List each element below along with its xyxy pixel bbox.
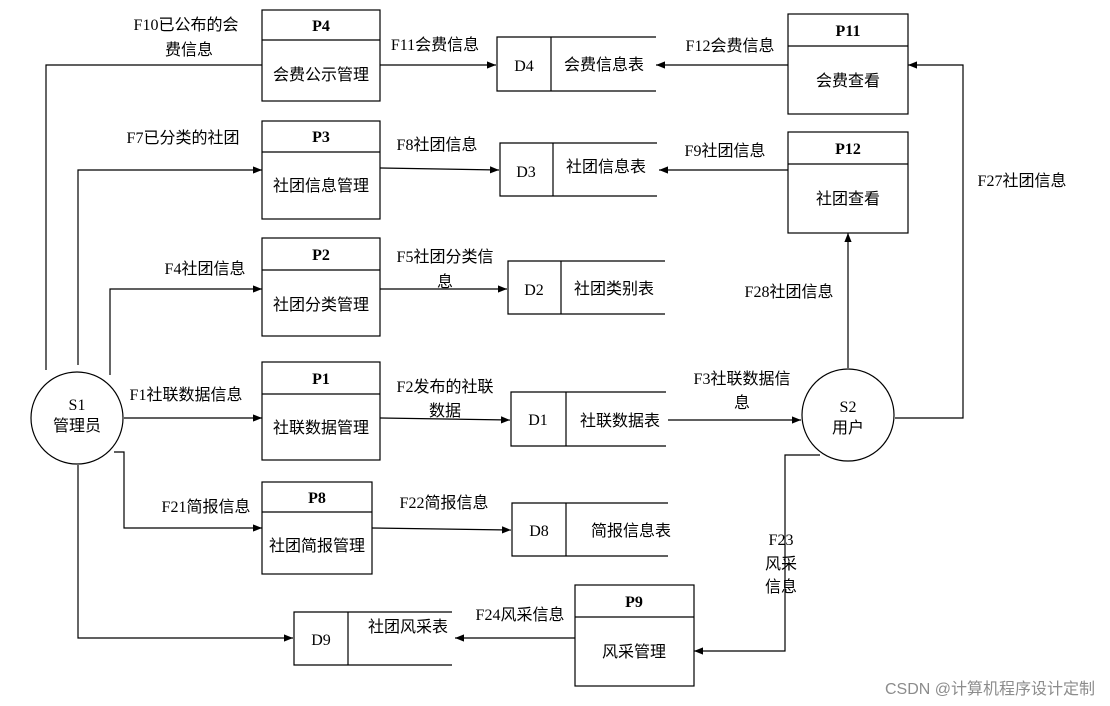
flow-label-f22: F22简报信息	[400, 494, 489, 512]
flow-line-f8	[379, 166, 500, 174]
process-p2-id: P2	[312, 247, 330, 264]
entity-s1-name: 管理员	[53, 417, 101, 435]
process-p8: P8 社团简报管理	[261, 481, 373, 575]
store-d8-id: D8	[529, 523, 549, 540]
flow-label-f24: F24风采信息	[476, 606, 565, 624]
store-d4-name: 会费信息表	[564, 56, 644, 74]
flow-line-f23	[694, 454, 820, 655]
flow-line-f22	[371, 526, 512, 534]
flow-line-f2	[379, 416, 511, 424]
store-d1: D1 社联数据表	[510, 391, 666, 447]
flow-label-f2-line1: F2发布的社联	[397, 378, 494, 396]
process-p11-name: 会费查看	[816, 72, 880, 90]
flow-label-f5-line1: F5社团分类信	[397, 248, 494, 266]
flow-label-f23-line3: 信息	[765, 578, 797, 596]
process-p4: P4 会费公示管理	[261, 9, 381, 102]
flow-label-f23-line1: F23	[769, 532, 794, 549]
process-p12: P12 社团查看	[787, 131, 909, 234]
process-p12-id: P12	[835, 141, 861, 158]
entity-s2: S2 用户	[801, 368, 895, 462]
flow-label-f27: F27社团信息	[978, 172, 1067, 190]
store-d1-name: 社联数据表	[580, 412, 660, 430]
process-p9-id: P9	[625, 594, 643, 611]
flow-line-f4	[109, 285, 262, 375]
flow-label-f7: F7已分类的社团	[127, 129, 240, 147]
store-d8-name: 简报信息表	[591, 522, 671, 540]
flow-labels: F10已公布的会 费信息 F11会费信息 F12会费信息 F7已分类的社团 F8…	[127, 16, 1067, 624]
flow-label-f4: F4社团信息	[165, 260, 246, 278]
process-p9-name: 风采管理	[602, 643, 666, 661]
store-d2-name: 社团类别表	[574, 280, 654, 298]
process-p4-id: P4	[312, 18, 330, 35]
process-p4-name: 会费公示管理	[273, 66, 369, 84]
store-d3: D3 社团信息表	[499, 142, 657, 197]
flow-label-f21: F21简报信息	[162, 498, 251, 516]
store-d9-id: D9	[311, 632, 331, 649]
process-p3: P3 社团信息管理	[261, 120, 381, 220]
flow-label-f3-line2: 息	[734, 394, 750, 412]
process-p2-name: 社团分类管理	[273, 296, 369, 314]
store-d9-name: 社团风采表	[368, 618, 448, 636]
flow-label-f3-line1: F3社联数据信	[694, 370, 791, 388]
store-d9: D9 社团风采表	[293, 611, 452, 666]
flow-label-f1: F1社联数据信息	[130, 386, 243, 404]
flow-label-f12: F12会费信息	[686, 37, 775, 55]
flow-label-f28: F28社团信息	[745, 283, 834, 301]
store-d1-id: D1	[528, 412, 548, 429]
store-d4-id: D4	[514, 58, 534, 75]
entity-s2-name: 用户	[832, 419, 864, 437]
flow-label-f11: F11会费信息	[391, 36, 479, 54]
flow-label-f2-line2: 数据	[429, 402, 461, 420]
flow-label-f10-line1: F10已公布的会	[134, 16, 239, 34]
process-p3-id: P3	[312, 129, 330, 146]
process-p11-id: P11	[836, 23, 861, 40]
flow-label-f10-line2: 费信息	[165, 41, 213, 59]
entity-s1-id: S1	[69, 397, 86, 414]
flow-line-s1-d9	[77, 465, 293, 642]
store-d2-id: D2	[524, 282, 544, 299]
process-p8-name: 社团简报管理	[269, 537, 365, 555]
process-p9: P9 风采管理	[574, 584, 695, 687]
flow-label-f9: F9社团信息	[685, 142, 766, 160]
store-d8: D8 简报信息表	[511, 502, 671, 557]
watermark: CSDN @计算机程序设计定制	[885, 679, 1095, 698]
entity-s2-id: S2	[840, 399, 857, 416]
store-d3-name: 社团信息表	[566, 158, 646, 176]
store-d2: D2 社团类别表	[507, 260, 665, 315]
store-d4: D4 会费信息表	[496, 36, 656, 92]
process-p1-id: P1	[312, 371, 330, 388]
process-p2: P2 社团分类管理	[261, 237, 381, 337]
store-d3-id: D3	[516, 164, 536, 181]
process-p11: P11 会费查看	[787, 13, 909, 115]
flow-label-f23-line2: 风采	[765, 555, 797, 573]
flow-lines	[45, 61, 964, 655]
process-p1-name: 社联数据管理	[273, 419, 369, 437]
process-p8-id: P8	[308, 490, 326, 507]
flow-line-f21	[114, 451, 262, 532]
flow-line-f10	[45, 64, 262, 370]
process-p12-name: 社团查看	[816, 190, 880, 208]
process-p1: P1 社联数据管理	[261, 361, 381, 461]
entity-s1: S1 管理员	[30, 371, 124, 465]
process-p3-name: 社团信息管理	[273, 177, 369, 195]
flow-line-f27	[895, 61, 964, 419]
flow-line-f7	[77, 166, 262, 365]
flow-label-f5-line2: 息	[437, 273, 453, 291]
flow-label-f8: F8社团信息	[397, 136, 478, 154]
